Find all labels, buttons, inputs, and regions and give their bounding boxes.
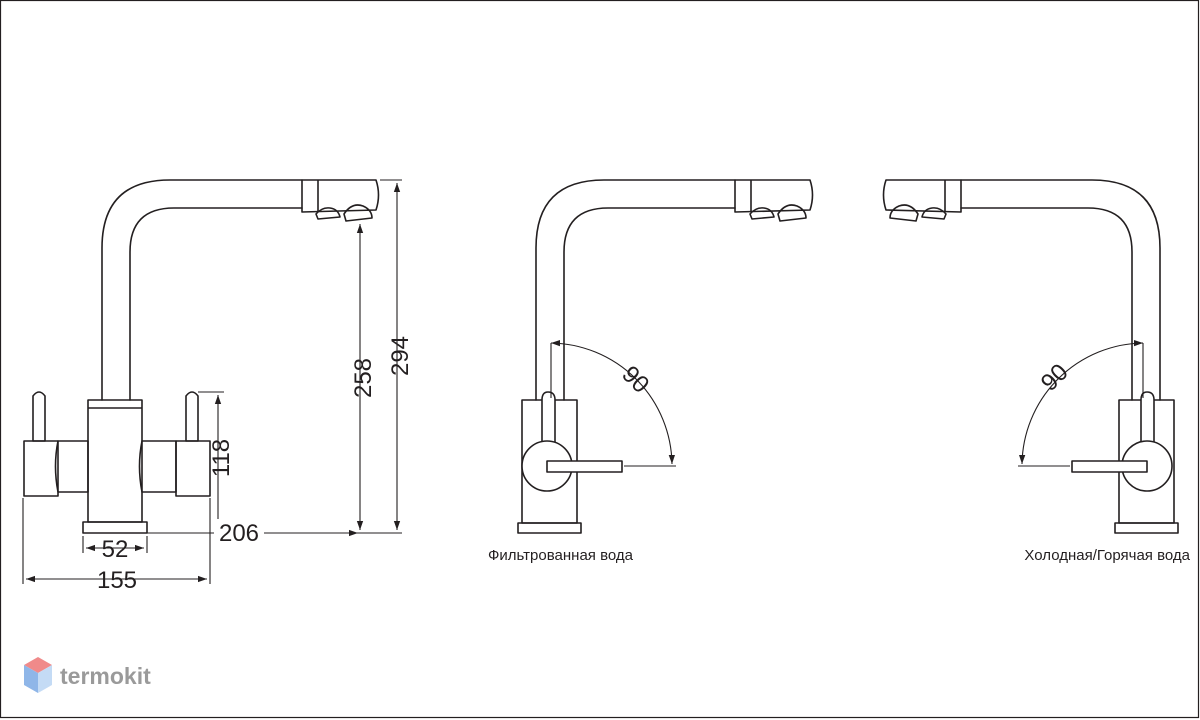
dimension-206-label: 206	[219, 520, 259, 547]
dimension-118-label: 118	[208, 439, 235, 477]
front-body	[87, 399, 143, 523]
front-right-handle	[185, 391, 199, 442]
filtered-spout	[535, 179, 736, 401]
side-view-filtered: 90 Фильтрованная вода	[488, 179, 814, 564]
coldhot-base	[1114, 522, 1179, 534]
side-view-cold-hot: 90 Холодная/Горячая вода	[882, 179, 1191, 564]
coldhot-nozzles	[889, 204, 947, 222]
coldhot-aerator	[882, 179, 962, 213]
front-right-connector	[138, 440, 177, 493]
dimension-258: 258	[350, 224, 377, 530]
front-right-valve	[175, 440, 211, 497]
dimension-258-label: 258	[350, 358, 377, 398]
front-view: 294 258 118 206 52	[22, 179, 414, 594]
filtered-caption: Фильтрованная вода	[488, 547, 634, 564]
filtered-base	[517, 522, 582, 534]
dimension-52: 52	[82, 536, 148, 563]
cube-icon	[24, 657, 52, 693]
front-base	[82, 521, 148, 534]
coldhot-spout	[960, 179, 1161, 401]
front-left-connector	[54, 440, 89, 493]
front-left-valve	[23, 440, 59, 497]
logo-text: termokit	[60, 663, 151, 689]
coldhot-angle-label: 90	[1036, 359, 1074, 397]
front-aerator	[301, 179, 380, 213]
filtered-lever	[546, 460, 623, 473]
dimension-294-label: 294	[387, 336, 414, 376]
dimension-206: 206	[112, 519, 358, 547]
dimension-155-label: 155	[97, 567, 137, 594]
coldhot-rotation-arc	[1019, 340, 1144, 465]
dimension-294: 294	[150, 179, 414, 534]
coldhot-lever	[1071, 460, 1148, 473]
termokit-logo: termokit	[24, 657, 151, 693]
front-spout	[101, 179, 303, 401]
dimension-118: 118	[198, 391, 235, 530]
filtered-rotation-arc	[550, 340, 675, 465]
front-left-handle	[32, 391, 46, 442]
coldhot-caption: Холодная/Горячая вода	[1024, 547, 1190, 564]
front-nozzles	[315, 204, 373, 222]
filtered-nozzles	[749, 204, 807, 222]
filtered-aerator	[734, 179, 814, 213]
dimension-155: 155	[22, 498, 211, 594]
dimension-52-label: 52	[102, 536, 129, 563]
